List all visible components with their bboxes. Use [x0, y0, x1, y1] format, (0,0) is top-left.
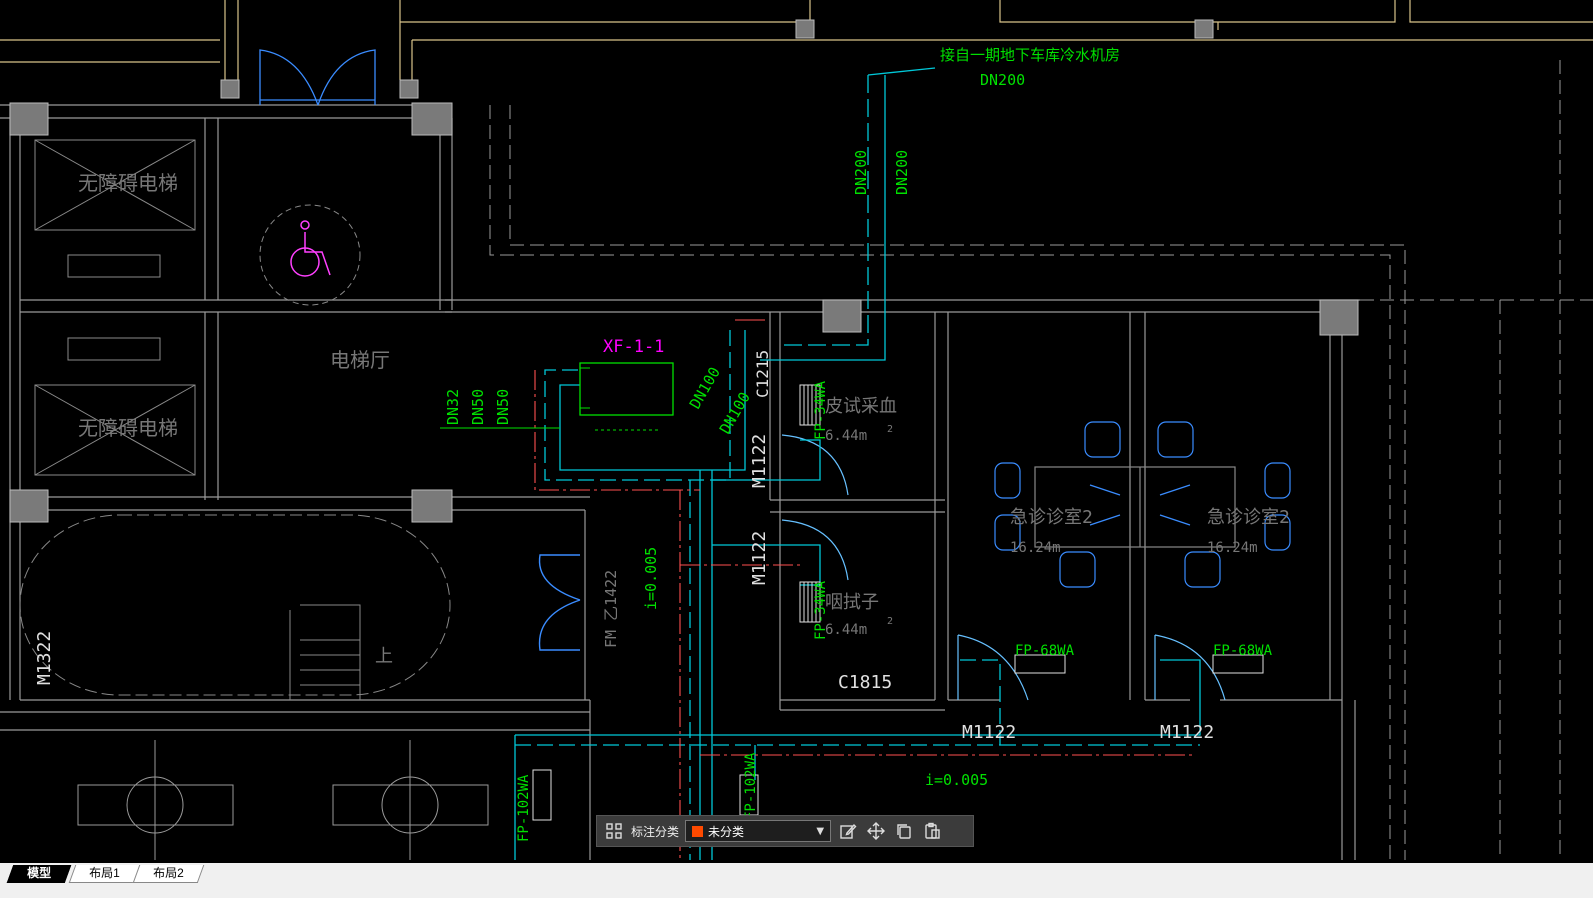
label-slope-2: i=0.005 — [925, 771, 988, 789]
label-slope-1: i=0.005 — [642, 547, 660, 610]
edit-icon[interactable] — [837, 820, 859, 842]
dashed-outlines — [489, 60, 1593, 860]
label-room-blood-area: 6.44m — [825, 428, 867, 444]
tab-model[interactable]: 模型 — [6, 865, 72, 883]
tab-layout-1[interactable]: 布局1 — [68, 865, 140, 883]
label-m1122-b: M1122 — [749, 531, 770, 585]
label-fp-bottom: FP-102WA — [743, 752, 759, 820]
label-m1122-a: M1122 — [749, 434, 770, 488]
label-c1815: C1815 — [838, 672, 892, 693]
move-icon[interactable] — [865, 820, 887, 842]
label-dn200-top: DN200 — [980, 71, 1025, 89]
label-room-er-1-area: 16.24m — [1010, 540, 1061, 556]
accessibility-symbol — [259, 204, 361, 306]
label-m1122-c: M1122 — [962, 722, 1016, 743]
copy-icon[interactable] — [893, 820, 915, 842]
label-room-blood: 皮试采血 — [825, 396, 897, 417]
label-dn200-vertical-1: DN200 — [852, 150, 870, 195]
label-dn200-vertical-2: DN200 — [893, 150, 911, 195]
fan-coil-unit-xf — [440, 362, 674, 431]
annotation-toolbar: 标注分类 未分类 ▼ — [596, 815, 974, 847]
paste-icon[interactable] — [921, 820, 943, 842]
fp-units — [532, 384, 1264, 821]
axis-lines — [0, 0, 1593, 80]
columns — [9, 19, 1359, 523]
category-select[interactable]: 未分类 ▼ — [685, 820, 832, 842]
elevator-shafts — [34, 139, 196, 476]
room-door-swings — [781, 434, 1226, 701]
category-value: 未分类 — [708, 824, 745, 839]
walls — [0, 104, 1360, 860]
label-room-swab-area: 6.44m — [825, 622, 867, 638]
label-dn50-a: DN50 — [469, 389, 487, 425]
cyan-water-pipes — [514, 67, 1201, 860]
label-c1215: C1215 — [753, 350, 772, 398]
label-fp34-a: FP-34WA — [813, 380, 829, 440]
label-m1322: M1322 — [34, 631, 55, 685]
tab-layout-2[interactable]: 布局2 — [132, 865, 204, 883]
label-fire-door: FM 乙1422 — [602, 570, 620, 648]
label-sup-2-a: 2 — [887, 424, 893, 435]
label-room-er-2-area: 16.24m — [1207, 540, 1258, 556]
fixtures-bottom — [77, 740, 489, 860]
label-elevator-2: 无障碍电梯 — [78, 416, 178, 440]
label-unit-xf: XF-1-1 — [603, 337, 664, 357]
entrance-doors — [259, 49, 376, 106]
grid-icon[interactable] — [603, 820, 625, 842]
label-stair-up: 上 — [375, 646, 393, 667]
layout-tab-bar: 模型 布局1 布局2 — [0, 863, 1593, 898]
label-pipe-source: 接自一期地下车库冷水机房 — [940, 46, 1120, 64]
label-dn32: DN32 — [444, 389, 462, 425]
label-fp68-a: FP-68WA — [1015, 643, 1075, 659]
category-color-swatch — [692, 825, 704, 837]
stair-area — [19, 514, 451, 700]
category-label: 标注分类 — [631, 824, 680, 839]
chevron-down-icon: ▼ — [816, 825, 825, 837]
label-dn50-b: DN50 — [494, 389, 512, 425]
label-elevator-1: 无障碍电梯 — [78, 171, 178, 195]
label-room-er-2: 急诊诊室2 — [1207, 507, 1290, 528]
canvas-background — [0, 0, 1593, 880]
furniture — [994, 421, 1291, 588]
label-elevator-hall: 电梯厅 — [330, 348, 390, 372]
label-room-er-1: 急诊诊室2 — [1010, 507, 1093, 528]
label-room-swab: 咽拭子 — [825, 592, 879, 613]
cad-drawing-canvas[interactable]: 接自一期地下车库冷水机房 DN200 DN200 DN200 无障碍电梯 无障碍… — [0, 0, 1593, 880]
label-sup-2-b: 2 — [887, 616, 893, 627]
red-drain-pipes — [534, 319, 1195, 860]
fire-doors — [538, 554, 581, 651]
label-fp34-b: FP-34WA — [813, 580, 829, 640]
label-fp68-b: FP-68WA — [1213, 643, 1273, 659]
label-fp102: FP-102WA — [516, 774, 532, 842]
label-m1122-d: M1122 — [1160, 722, 1214, 743]
